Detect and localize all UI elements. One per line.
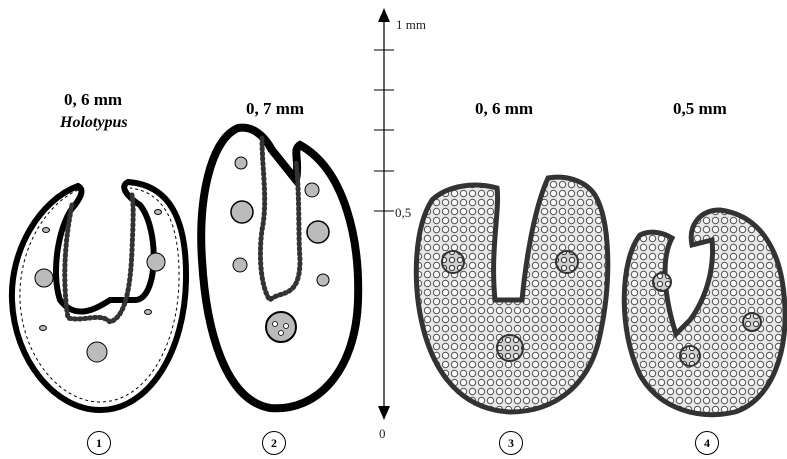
scale-arrow-down-icon (378, 406, 390, 420)
section-drawing-2 (201, 128, 358, 409)
scale-label-middle: 0,5 (395, 205, 411, 221)
scale-bar (374, 8, 394, 420)
size-label-4: 0,5 mm (673, 99, 727, 119)
size-label-2: 0, 7 mm (246, 99, 304, 119)
specimen-number-3: 3 (499, 431, 523, 455)
specimen-number-1: 1 (87, 431, 111, 455)
specimen-number-4: 4 (695, 431, 719, 455)
specimen-number-2: 2 (262, 431, 286, 455)
holotypus-label: Holotypus (60, 114, 128, 132)
scale-label-bottom: 0 (379, 426, 386, 442)
section-micrograph-3 (416, 177, 607, 412)
size-label-1: 0, 6 mm (64, 90, 122, 110)
section-drawing-1 (12, 182, 186, 410)
scale-label-top: 1 mm (396, 17, 426, 33)
section-micrograph-4 (624, 210, 785, 415)
size-label-3: 0, 6 mm (475, 99, 533, 119)
scale-arrow-up-icon (378, 8, 390, 22)
